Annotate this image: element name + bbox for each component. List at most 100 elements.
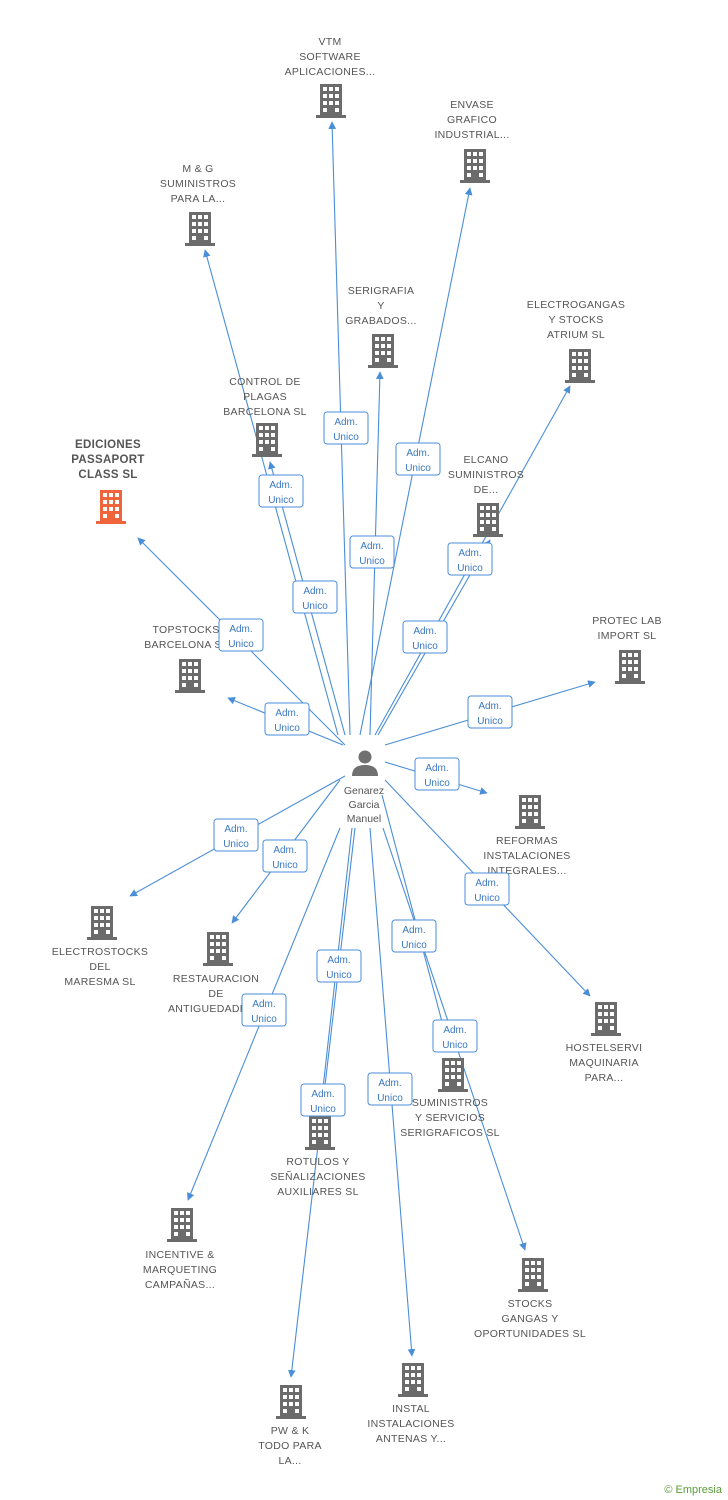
company-label-line: EDICIONES bbox=[75, 439, 141, 451]
badge-text: Unico bbox=[457, 563, 483, 574]
company-node-serigrafia[interactable]: SERIGRAFIAYGRABADOS... bbox=[345, 285, 417, 368]
company-label-line: PARA... bbox=[585, 1072, 624, 1084]
company-node-elcano[interactable]: ELCANOSUMINISTROSDE... bbox=[448, 454, 524, 537]
building-icon bbox=[87, 906, 117, 940]
company-label-line: SOFTWARE bbox=[299, 51, 361, 63]
company-label-line: ANTIGUEDADES... bbox=[168, 1003, 264, 1015]
badge-box bbox=[316, 949, 362, 983]
company-label-line: SUMINISTROS bbox=[412, 1097, 488, 1109]
badge-text: Unico bbox=[251, 1014, 277, 1025]
badge-box bbox=[300, 1083, 346, 1117]
badge-text: Unico bbox=[268, 495, 294, 506]
badge-text: Adm. bbox=[413, 626, 436, 637]
role-badge-pwk[interactable]: Adm. Unico bbox=[300, 1083, 346, 1117]
role-badge-control[interactable]: Adm.Unico bbox=[292, 580, 338, 614]
badge-box bbox=[467, 695, 513, 729]
badge-text: Adm. bbox=[378, 1078, 401, 1089]
role-badge-hostelservi[interactable]: Adm.Unico bbox=[464, 872, 510, 906]
center-person[interactable]: Genarez Garcia Manuel bbox=[344, 750, 384, 826]
role-badge-suministros[interactable]: Adm.Unico bbox=[432, 1019, 478, 1053]
badge-box bbox=[262, 839, 308, 873]
building-icon bbox=[460, 149, 490, 183]
badge-text: Unico bbox=[333, 432, 359, 443]
role-badge-envase[interactable]: Adm.Unico bbox=[395, 442, 441, 476]
badges-layer: Adm.UnicoAdm.UnicoAdm.UnicoAdm.UnicoAdm.… bbox=[213, 411, 513, 1117]
role-badge-rotulos[interactable]: Adm.Unico bbox=[316, 949, 362, 983]
company-label-line: REFORMAS bbox=[496, 835, 558, 847]
company-label-line: VTM bbox=[318, 36, 341, 48]
role-badge-restauracion[interactable]: Adm.Unico bbox=[262, 839, 308, 873]
person-label-line-3: Manuel bbox=[347, 813, 381, 825]
building-icon bbox=[591, 1002, 621, 1036]
company-node-incentive[interactable]: INCENTIVE &MARQUETINGCAMPAÑAS... bbox=[143, 1208, 217, 1291]
role-badge-ediciones[interactable]: Adm.Unico bbox=[218, 618, 264, 652]
badge-box bbox=[447, 542, 493, 576]
company-label-line: ELECTROSTOCKS bbox=[52, 946, 148, 958]
company-node-restauracion[interactable]: RESTAURACIONDEANTIGUEDADES... bbox=[168, 932, 264, 1015]
badge-text: Unico bbox=[474, 893, 500, 904]
company-node-instal[interactable]: INSTAL INSTALACIONES ANTENAS Y... bbox=[367, 1363, 454, 1445]
role-badge-incentive[interactable]: Adm. Unico bbox=[241, 993, 287, 1027]
building-icon bbox=[368, 334, 398, 368]
company-label-line: BARCELONA SL bbox=[144, 639, 228, 651]
company-label-line: ANTENAS Y... bbox=[376, 1433, 446, 1445]
badge-text: Unico bbox=[359, 556, 385, 567]
badge-text: Unico bbox=[310, 1104, 336, 1115]
role-badge-reformas[interactable]: Adm.Unico bbox=[414, 757, 460, 791]
badge-text: Unico bbox=[405, 463, 431, 474]
company-label-line: Y bbox=[377, 300, 384, 312]
role-badge-instal[interactable]: Adm.Unico bbox=[367, 1072, 413, 1106]
company-node-reformas[interactable]: REFORMASINSTALACIONESINTEGRALES... bbox=[483, 795, 570, 877]
badge-text: Adm. bbox=[273, 845, 296, 856]
role-badge-vtm[interactable]: Adm.Unico bbox=[323, 411, 369, 445]
company-label-line: HOSTELSERVI bbox=[566, 1042, 643, 1054]
company-node-hostelservi[interactable]: HOSTELSERVI MAQUINARIA PARA... bbox=[566, 1002, 643, 1084]
badge-box bbox=[391, 919, 437, 953]
company-label-line: GRAFICO bbox=[447, 114, 497, 126]
company-label-line: AUXILIARES SL bbox=[277, 1186, 359, 1198]
role-badge-protec[interactable]: Adm.Unico bbox=[467, 695, 513, 729]
company-label-line: INSTAL bbox=[392, 1403, 430, 1415]
role-badge-mg[interactable]: Adm. Unico bbox=[258, 474, 304, 508]
company-label-line: STOCKS bbox=[508, 1298, 553, 1310]
company-label-line: M & G bbox=[182, 163, 213, 175]
role-badge-electrostocks[interactable]: Adm.Unico bbox=[213, 818, 259, 852]
company-label-line: PASSAPORT bbox=[71, 454, 144, 466]
company-label-line: INDUSTRIAL... bbox=[434, 129, 509, 141]
role-badge-stocks[interactable]: Adm.Unico bbox=[391, 919, 437, 953]
badge-text: Unico bbox=[477, 716, 503, 727]
role-badge-elcano[interactable]: Adm.Unico bbox=[402, 620, 448, 654]
company-node-vtm[interactable]: VTMSOFTWAREAPLICACIONES... bbox=[285, 36, 376, 118]
role-badge-electrogangas[interactable]: Adm.Unico bbox=[447, 542, 493, 576]
company-label-line: MARESMA SL bbox=[64, 976, 135, 988]
building-icon bbox=[438, 1058, 468, 1092]
role-badge-serigrafia[interactable]: Adm.Unico bbox=[349, 535, 395, 569]
badge-box bbox=[367, 1072, 413, 1106]
badge-box bbox=[258, 474, 304, 508]
company-label-line: INSTALACIONES bbox=[367, 1418, 454, 1430]
company-label-line: MAQUINARIA bbox=[569, 1057, 639, 1069]
badge-text: Adm. bbox=[269, 480, 292, 491]
company-node-envase[interactable]: ENVASEGRAFICOINDUSTRIAL... bbox=[434, 99, 509, 183]
brand-name[interactable]: Empresia bbox=[675, 1484, 722, 1496]
person-label-line-2: Garcia bbox=[349, 799, 380, 811]
badge-text: Adm. bbox=[327, 955, 350, 966]
badge-box bbox=[395, 442, 441, 476]
badge-text: Adm. bbox=[311, 1089, 334, 1100]
role-badge-topstocks[interactable]: Adm.Unico bbox=[264, 702, 310, 736]
badge-text: Adm. bbox=[402, 925, 425, 936]
badge-box bbox=[241, 993, 287, 1027]
badge-text: Adm. bbox=[252, 999, 275, 1010]
